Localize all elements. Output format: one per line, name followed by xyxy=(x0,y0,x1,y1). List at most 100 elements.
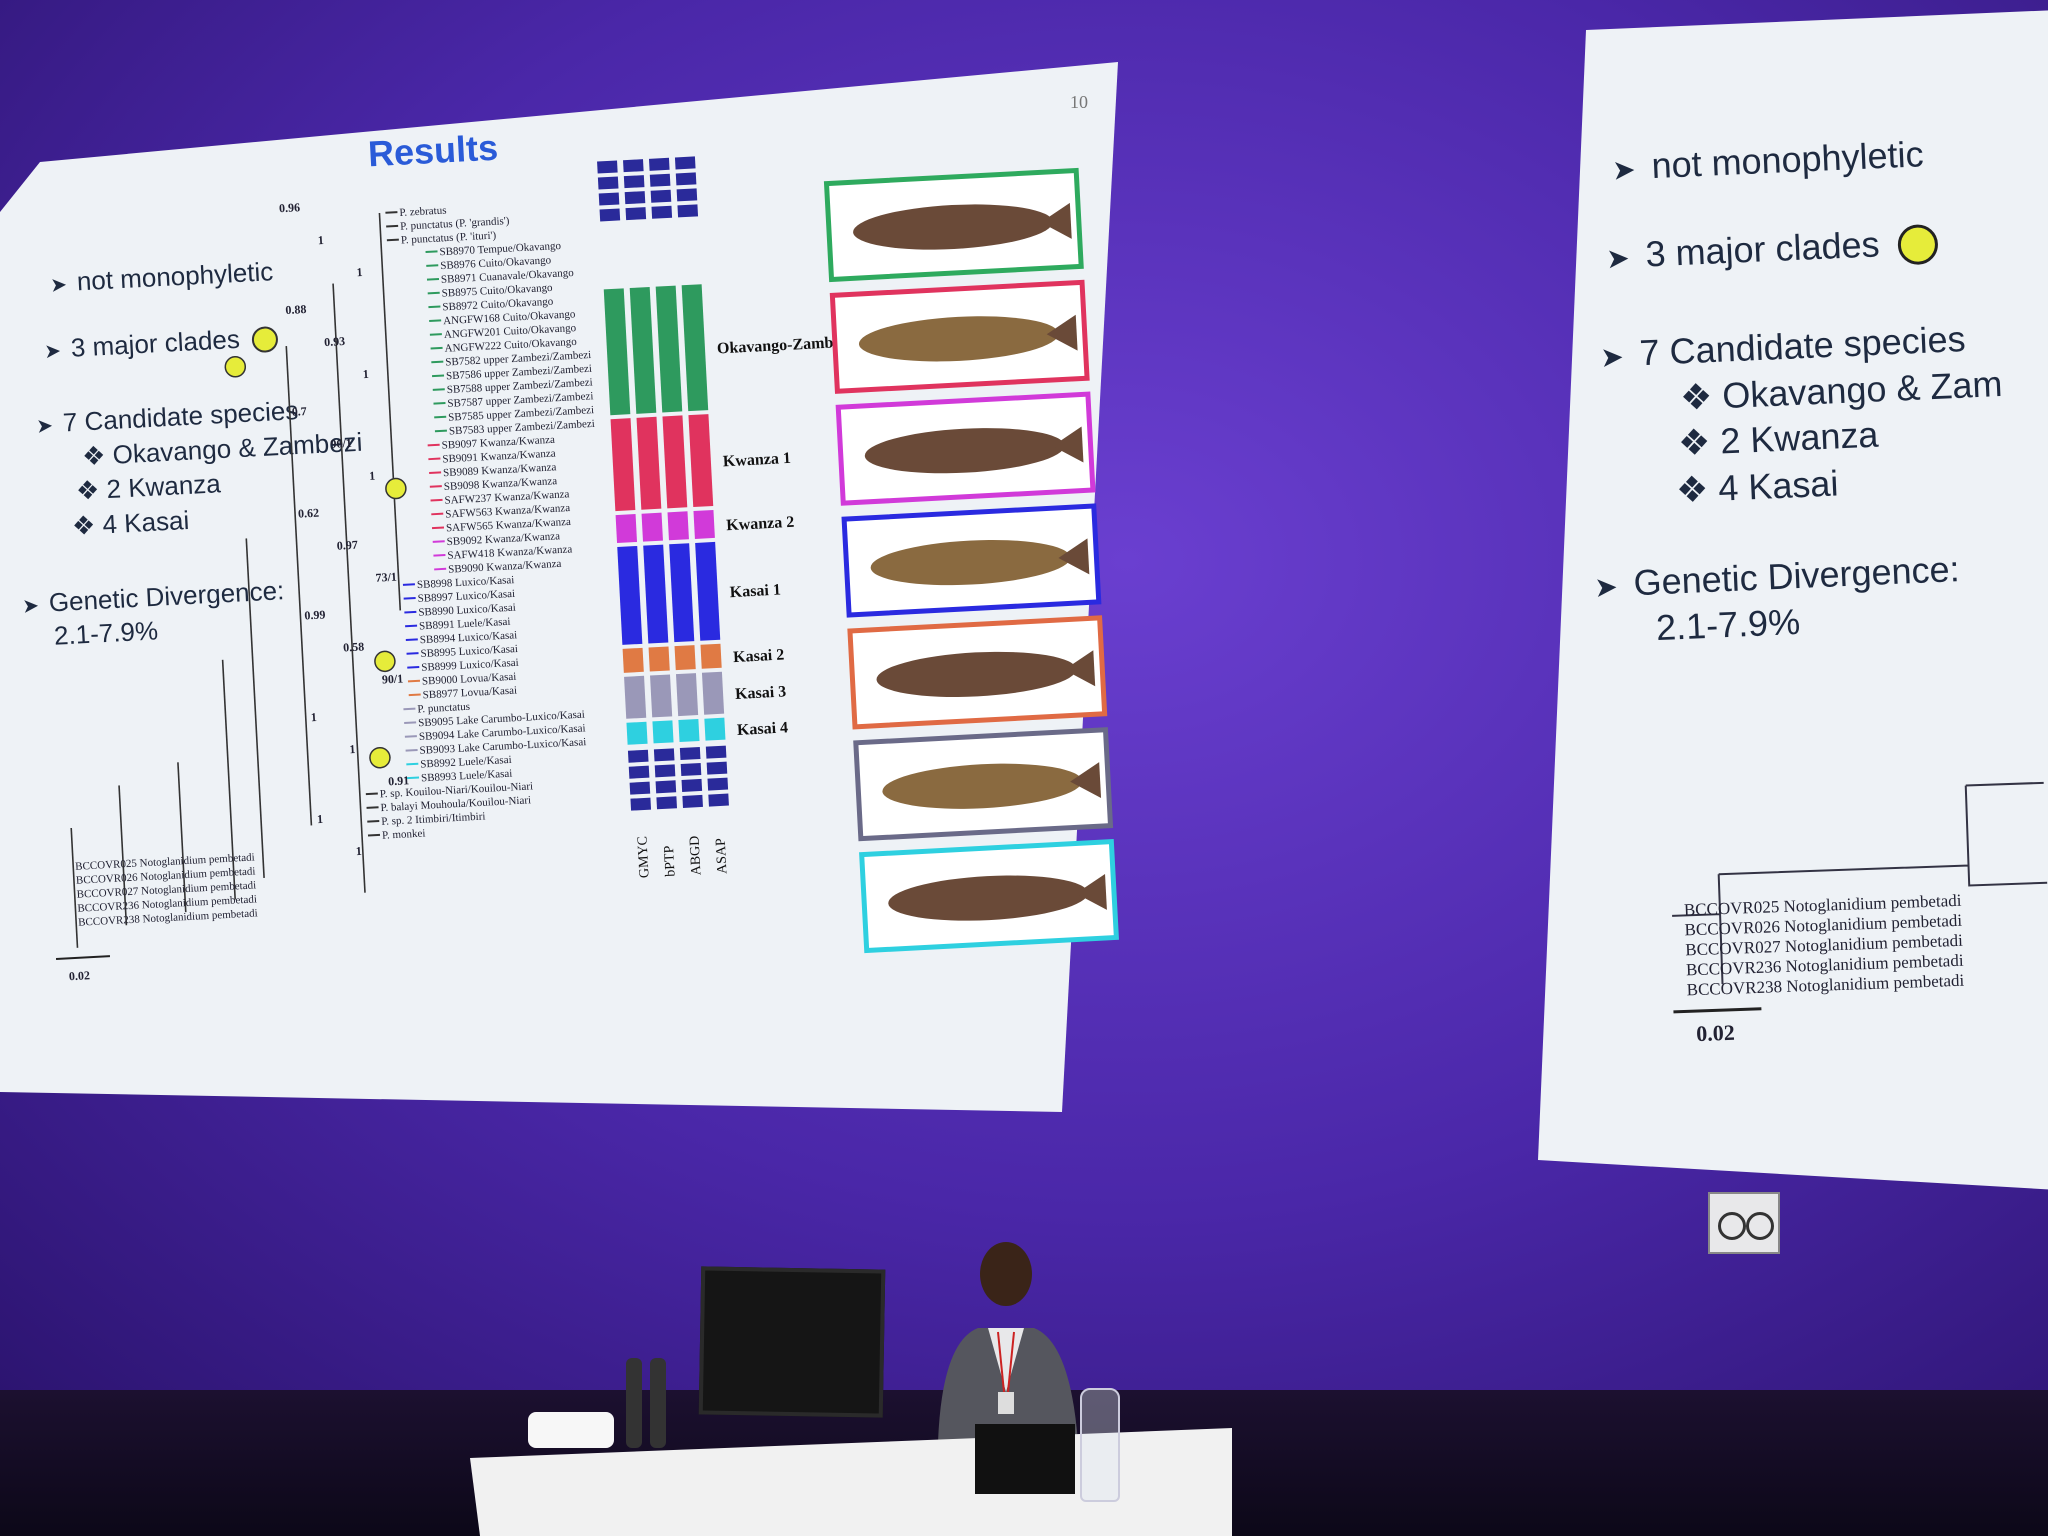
support-value: 0.99 xyxy=(304,607,326,622)
clade-marker-dot xyxy=(385,477,407,500)
clade-label: Kasai 1 xyxy=(729,582,781,602)
catfish-image xyxy=(882,763,1083,809)
tree-branch xyxy=(367,833,381,837)
taxon-label: SB8991 Luele/Kasai xyxy=(419,616,511,633)
method-bar-segment xyxy=(650,189,672,203)
catfish-image xyxy=(858,316,1059,362)
taxon-label: P. punctatus xyxy=(417,701,470,716)
catfish-image xyxy=(853,204,1053,250)
method-bar-segment xyxy=(656,796,678,810)
support-value: 0.97 xyxy=(336,538,358,553)
support-value: 1 xyxy=(317,812,324,826)
tree-branch xyxy=(332,283,366,893)
method-bar-segment xyxy=(641,512,663,542)
taxon-label: P. sp. 2 Itimbiri/Itimbiri xyxy=(381,811,486,828)
method-bar-segment xyxy=(655,780,677,794)
tree-branch xyxy=(405,624,418,628)
taxon-label: SB8994 Luxico/Kasai xyxy=(420,629,518,646)
method-bar-segment xyxy=(701,671,725,715)
tree-branch xyxy=(177,762,187,913)
tree-branch xyxy=(428,305,441,309)
method-bar-segment xyxy=(653,748,675,762)
catfish-tail xyxy=(1052,426,1084,463)
tree-branch xyxy=(433,402,446,405)
catfish-tail xyxy=(1040,202,1072,239)
taxon-label: SB9000 Lovua/Kasai xyxy=(422,671,517,688)
method-bar-segment xyxy=(706,761,728,775)
support-value: 90/1 xyxy=(381,671,403,686)
support-value: 1 xyxy=(317,233,324,247)
method-bar-segment xyxy=(643,544,669,644)
tree-branch xyxy=(365,792,378,796)
tree-branch xyxy=(407,776,420,780)
method-bar-segment xyxy=(675,673,699,717)
tree-branch xyxy=(426,264,439,267)
support-value: 0.96 xyxy=(279,200,301,215)
tree-branch xyxy=(434,415,447,419)
method-bar-segment xyxy=(708,793,729,807)
method-bar-segment xyxy=(675,172,697,186)
method-bar-segment xyxy=(655,285,683,413)
tree-branch xyxy=(432,540,445,543)
taxon-label: SB8972 Cuito/Okavango xyxy=(442,296,554,314)
method-bar-segment xyxy=(625,207,647,221)
method-bar-segment xyxy=(674,156,696,170)
right-scale-bar-label: 0.02 xyxy=(1696,1020,1735,1046)
taxon-label: SB8993 Luele/Kasai xyxy=(421,768,513,785)
method-bar-segment xyxy=(624,675,647,719)
tree-branch xyxy=(432,388,445,391)
taxon-label: P. punctatus (P. 'ituri') xyxy=(401,230,497,247)
taxon-label: SB9091 Kwanza/Kwanza xyxy=(442,448,556,466)
method-bar-segment xyxy=(597,176,619,190)
clade-label: Kwanza 1 xyxy=(722,450,791,471)
support-value: 0.58 xyxy=(343,639,365,654)
method-bar-segment xyxy=(681,778,703,792)
method-bar-segment xyxy=(622,647,644,673)
method-bar-segment xyxy=(603,288,631,416)
method-bar-segment xyxy=(680,762,702,776)
tree-branch xyxy=(429,319,442,322)
speaker-person xyxy=(938,1242,1078,1442)
tree-branch xyxy=(221,659,236,900)
method-bar-segment xyxy=(674,645,696,671)
clade-label: Kasai 2 xyxy=(733,646,785,666)
tree-branch xyxy=(427,443,440,447)
tree-branch xyxy=(405,748,418,752)
right-sub-kasai: ❖ 4 Kasai xyxy=(1675,462,1840,511)
arrow-bullet-icon: ➤ xyxy=(1611,153,1637,186)
taxon-label: SB9092 Kwanza/Kwanza xyxy=(446,530,560,548)
tree-branch xyxy=(430,346,443,350)
tree-branch xyxy=(285,346,313,826)
tree-branch xyxy=(406,762,419,766)
support-value: 0.93 xyxy=(324,334,346,349)
tree-branch xyxy=(385,211,398,214)
method-bar-segment xyxy=(676,188,698,202)
tree-branch xyxy=(403,707,416,711)
support-value: 1 xyxy=(355,844,362,858)
desk-towels xyxy=(528,1412,614,1448)
tree-branch xyxy=(429,485,442,488)
tree-branch xyxy=(431,526,445,530)
support-value: 0.62 xyxy=(298,506,320,521)
clade-marker-dot xyxy=(369,746,391,769)
support-value: 1 xyxy=(356,265,363,279)
method-bar-segment xyxy=(629,286,657,414)
tree-branch xyxy=(404,721,417,725)
method-bar-segment xyxy=(610,418,636,512)
scale-bar-label: 0.02 xyxy=(69,968,91,983)
method-bar-segment xyxy=(662,415,688,509)
method-bar-segment xyxy=(617,545,643,645)
method-bar-segment xyxy=(598,192,620,206)
tree-branch xyxy=(404,735,417,738)
arrow-bullet-icon: ➤ xyxy=(1593,570,1619,603)
taxon-label: SB9089 Kwanza/Kwanza xyxy=(443,461,557,479)
tree-branch xyxy=(404,610,417,614)
method-bar-segment xyxy=(626,721,648,745)
tree-branch xyxy=(403,597,416,600)
method-bar-segment xyxy=(615,514,638,544)
method-label: GMYC xyxy=(635,836,652,879)
tree-branch xyxy=(405,638,418,642)
no-food-no-drink-sign xyxy=(1708,1192,1780,1254)
tree-branch xyxy=(431,512,444,516)
method-bar-segment xyxy=(705,745,727,759)
